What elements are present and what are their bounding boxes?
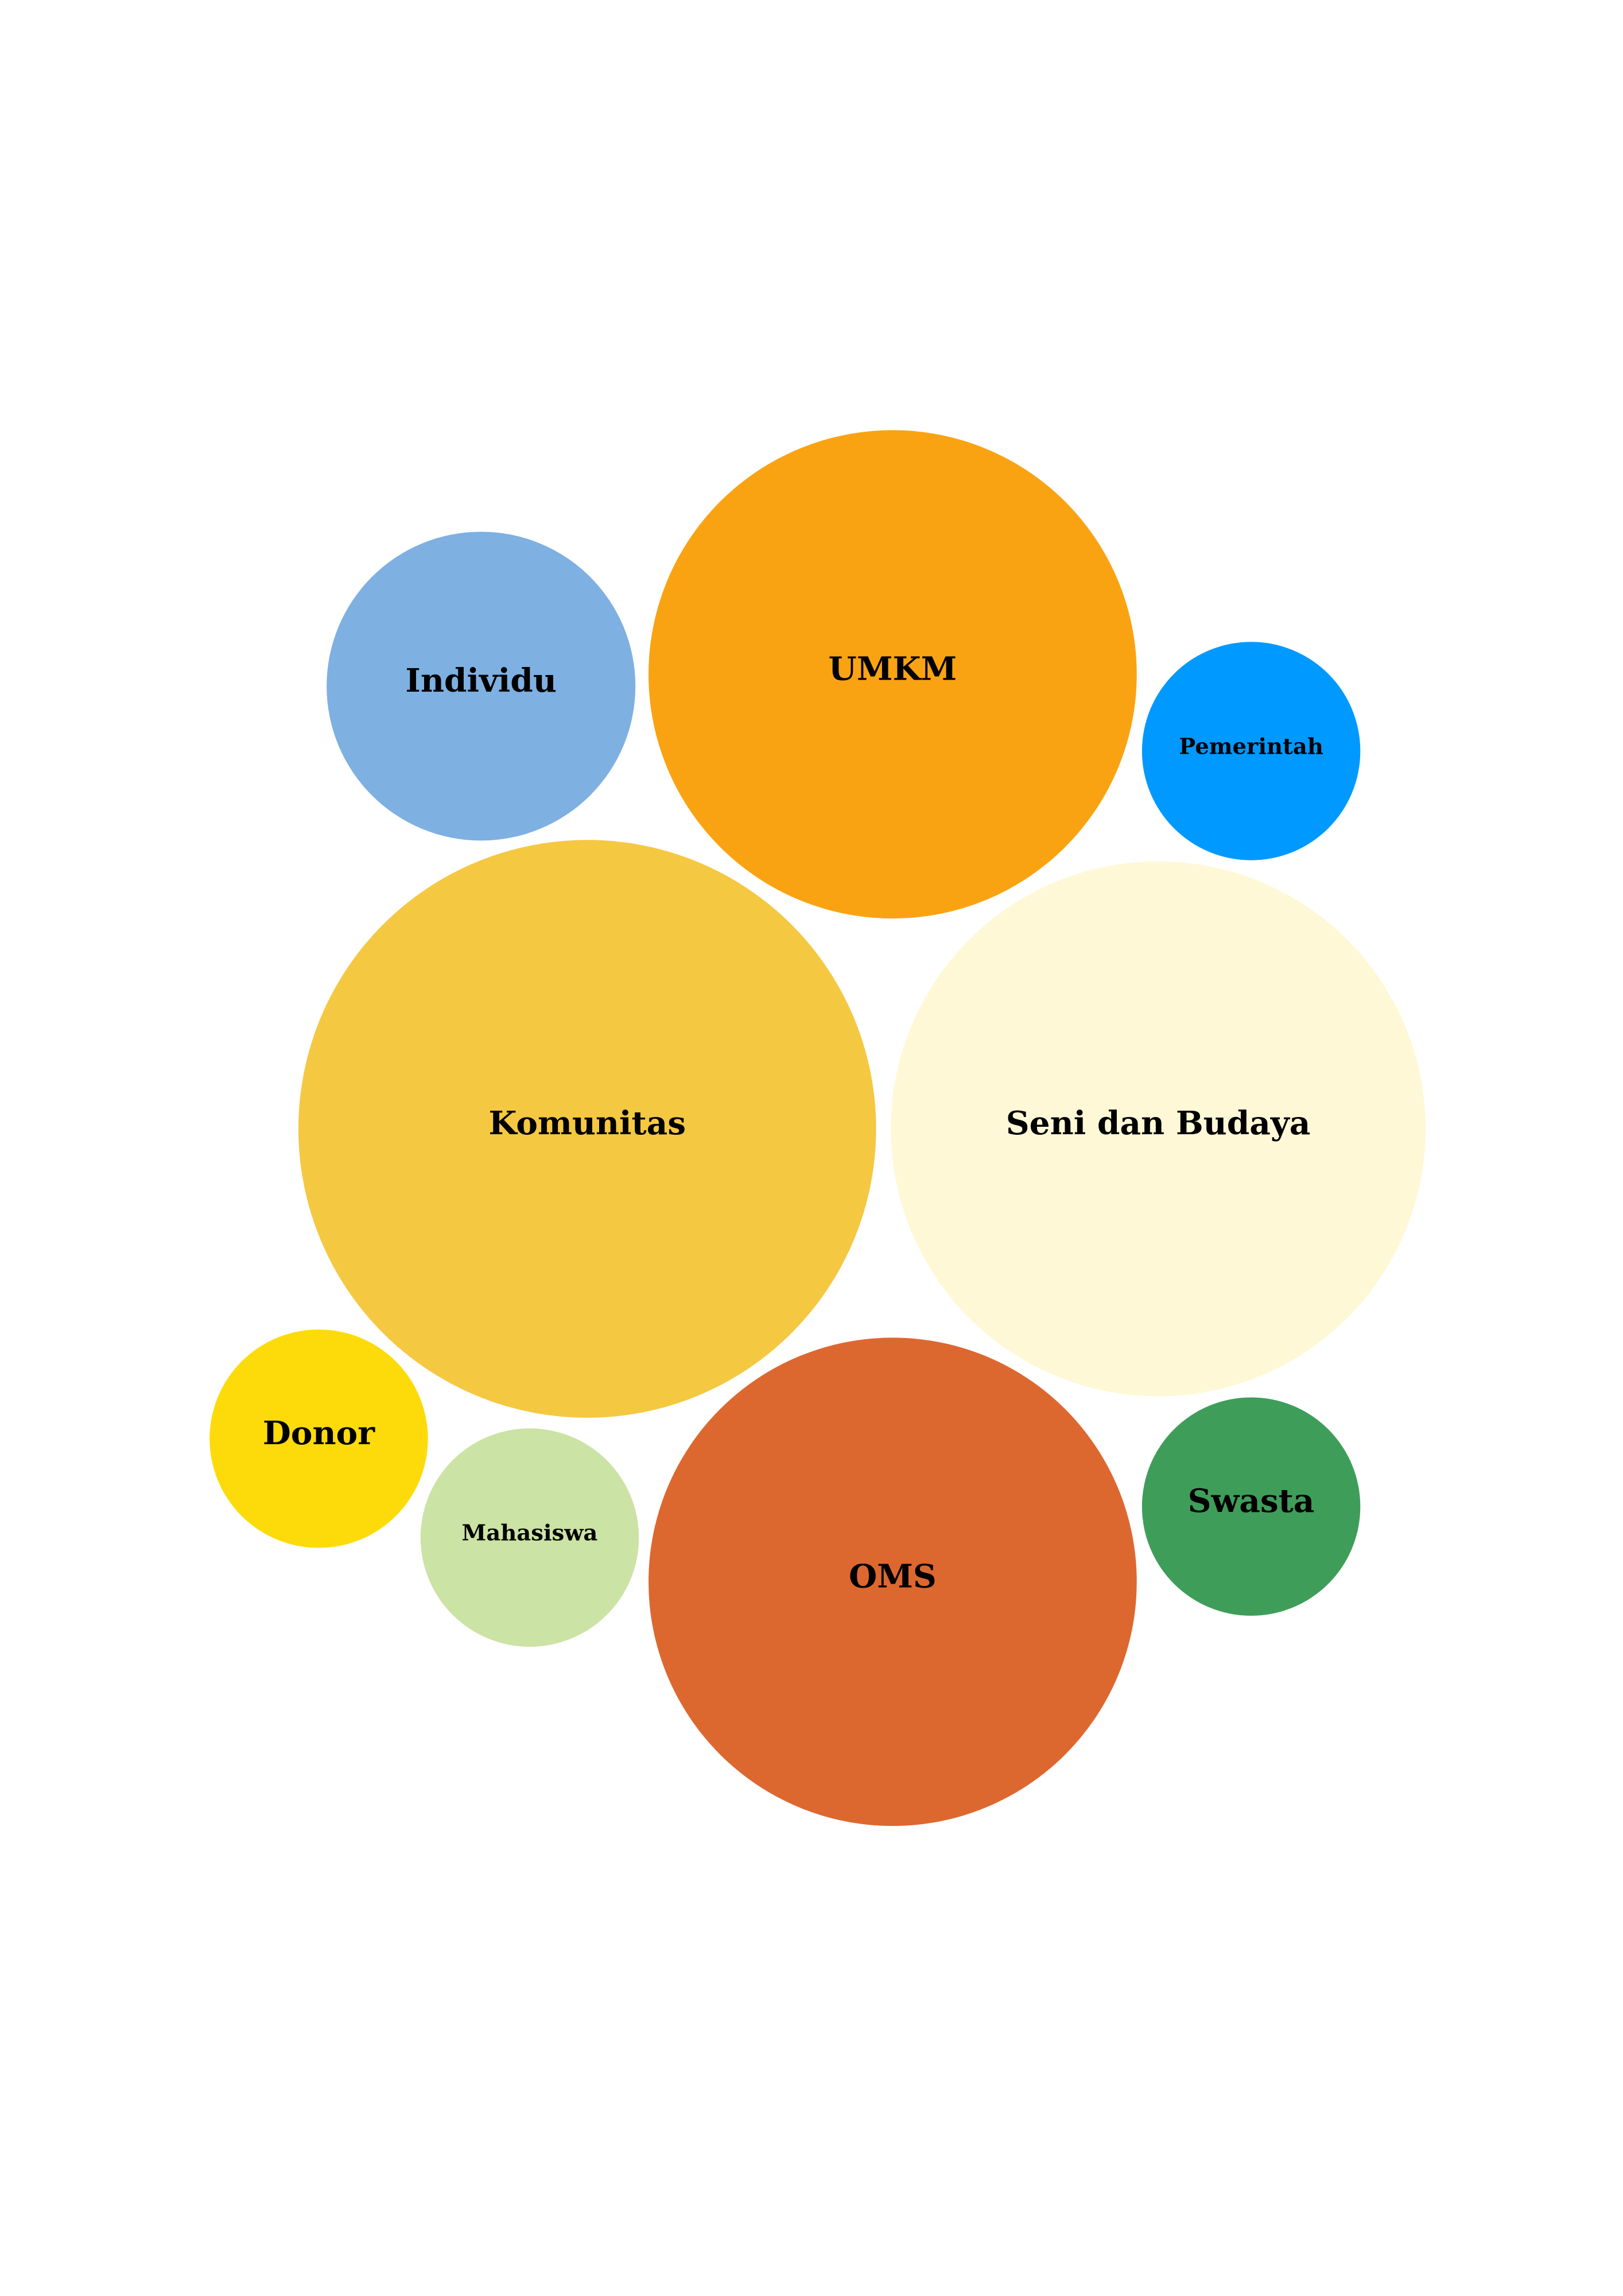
bubble-donor [209,1329,428,1548]
bubble-label-donor: Donor [263,1414,376,1452]
bubble-label-individu: Individu [405,662,557,700]
bubble-mahasiswa [420,1428,639,1647]
bubble-label-umkm: UMKM [829,650,957,688]
bubble-oms [649,1337,1137,1826]
bubble-individu [327,532,636,841]
bubble-seni-dan-budaya [891,861,1426,1397]
bubble-label-mahasiswa: Mahasiswa [462,1521,598,1546]
bubble-umkm [649,430,1137,919]
bubble-label-swasta: Swasta [1188,1482,1315,1520]
bubble-pemerintah [1141,642,1361,860]
bubble-label-pemerintah: Pemerintah [1179,734,1323,759]
bubble-label-oms: OMS [849,1557,937,1595]
bubble-komunitas [298,840,876,1418]
bubble-label-komunitas: Komunitas [488,1104,686,1142]
bubble-label-seni-dan-budaya: Seni dan Budaya [1006,1104,1311,1142]
bubble-swasta [1141,1397,1361,1616]
